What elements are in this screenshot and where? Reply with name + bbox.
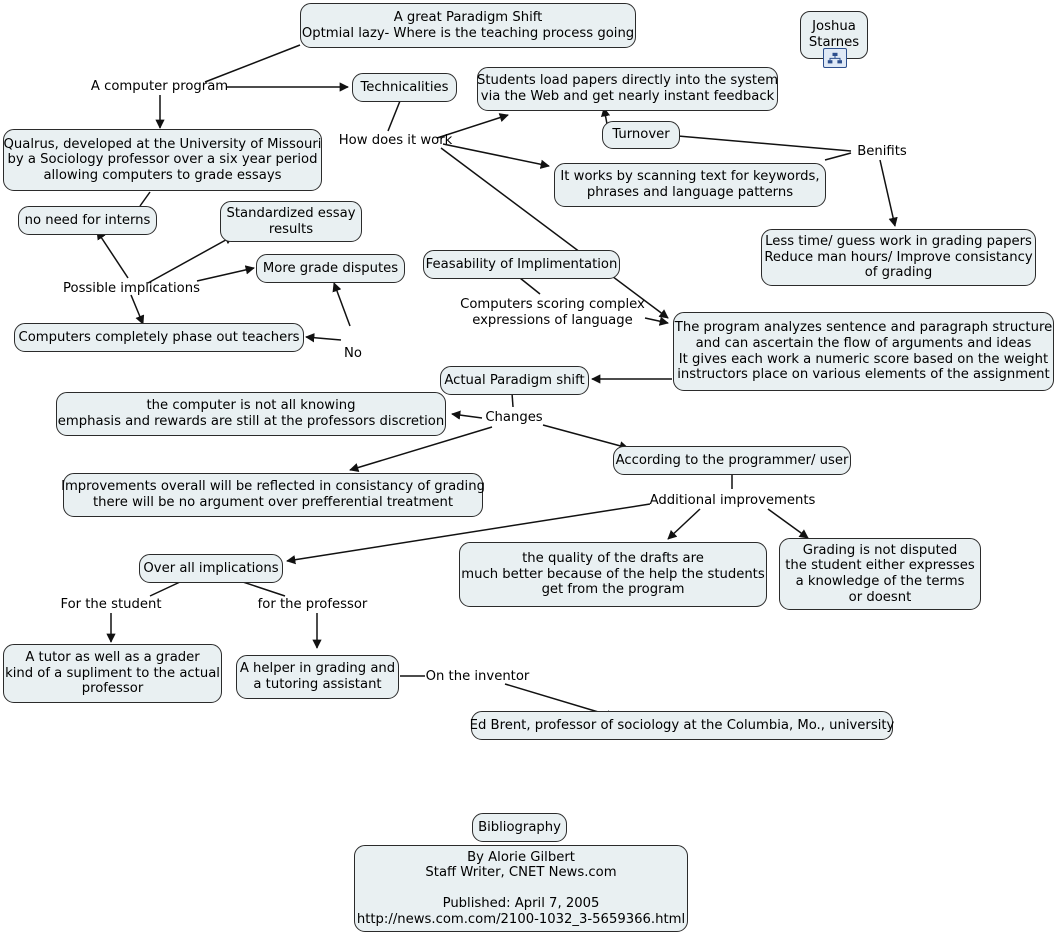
node-actual-paradigm-shift[interactable]: Actual Paradigm shift bbox=[440, 366, 589, 395]
label-additional-improvements[interactable]: Additional improvements bbox=[649, 493, 816, 509]
node-less-time[interactable]: Less time/ guess work in grading papers … bbox=[761, 229, 1036, 286]
node-more-grade-disputes[interactable]: More grade disputes bbox=[256, 254, 405, 283]
node-feasability-of-implimentation[interactable]: Feasability of Implimentation bbox=[423, 250, 620, 279]
node-it-works-by-scanning[interactable]: It works by scanning text for keywords, … bbox=[554, 163, 826, 207]
node-program-analyzes[interactable]: The program analyzes sentence and paragr… bbox=[673, 312, 1054, 391]
label-computers-scoring-complex[interactable]: Computers scoring complex expressions of… bbox=[460, 297, 645, 328]
label-for-the-professor[interactable]: for the professor bbox=[257, 597, 368, 613]
label-on-the-inventor[interactable]: On the inventor bbox=[425, 668, 530, 684]
node-according-to-programmer-user[interactable]: According to the programmer/ user bbox=[613, 446, 851, 475]
node-bibliography-body[interactable]: By Alorie Gilbert Staff Writer, CNET New… bbox=[354, 845, 688, 932]
node-standardized-essay-results[interactable]: Standardized essay results bbox=[220, 201, 362, 242]
label-possible-implications[interactable]: Possible implications bbox=[63, 281, 200, 297]
node-helper-in-grading[interactable]: A helper in grading and a tutoring assis… bbox=[236, 655, 399, 699]
concept-map-icon[interactable] bbox=[823, 48, 847, 68]
node-turnover[interactable]: Turnover bbox=[602, 121, 680, 149]
node-grading-not-disputed[interactable]: Grading is not disputed the student eith… bbox=[779, 538, 981, 610]
node-improvements-overall[interactable]: Improvements overall will be reflected i… bbox=[61, 473, 485, 517]
node-qualrus[interactable]: Qualrus, developed at the University of … bbox=[3, 129, 322, 191]
label-changes[interactable]: Changes bbox=[485, 410, 543, 426]
label-a-computer-program[interactable]: A computer program bbox=[90, 79, 229, 95]
node-students-load-papers[interactable]: Students load papers directly into the s… bbox=[477, 67, 778, 111]
node-computers-phase-out-teachers[interactable]: Computers completely phase out teachers bbox=[14, 323, 304, 352]
label-benifits[interactable]: Benifits bbox=[857, 143, 907, 159]
node-ed-brent[interactable]: Ed Brent, professor of sociology at the … bbox=[470, 711, 894, 740]
label-how-does-it-work[interactable]: How does it work bbox=[338, 133, 453, 149]
node-no-need-for-interns[interactable]: no need for interns bbox=[18, 206, 157, 235]
node-over-all-implications[interactable]: Over all implications bbox=[139, 554, 283, 583]
node-bibliography[interactable]: Bibliography bbox=[472, 813, 567, 842]
label-for-the-student[interactable]: For the student bbox=[60, 597, 162, 613]
node-not-all-knowing[interactable]: the computer is not all knowing emphasis… bbox=[56, 392, 446, 436]
label-no[interactable]: No bbox=[344, 345, 362, 361]
node-title[interactable]: A great Paradigm Shift Optmial lazy- Whe… bbox=[300, 3, 636, 48]
node-quality-of-drafts[interactable]: the quality of the drafts are much bette… bbox=[459, 542, 767, 607]
node-tutor-as-well-as-grader[interactable]: A tutor as well as a grader kind of a su… bbox=[3, 644, 222, 703]
node-technicalities[interactable]: Technicalities bbox=[352, 73, 457, 102]
